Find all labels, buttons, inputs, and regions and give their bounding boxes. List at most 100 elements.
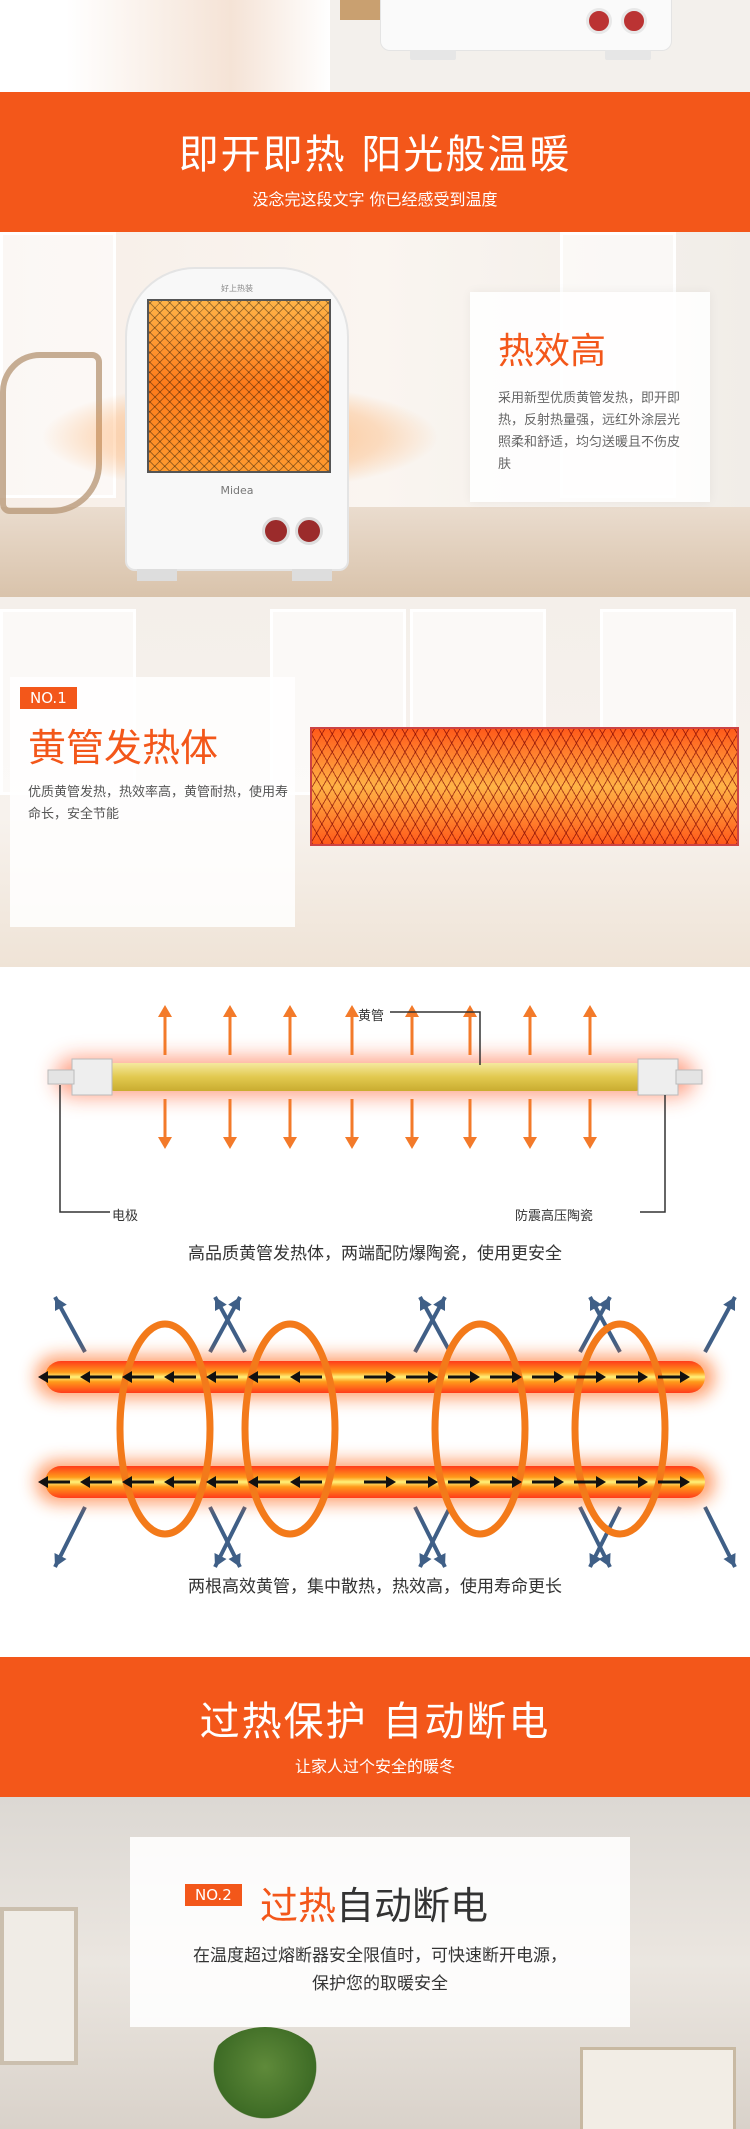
flow-arrow-head [470,1476,480,1488]
radiating-arrow-head [228,1297,241,1311]
heater-logo: Midea [220,484,254,497]
heat-ring [241,1320,339,1538]
flow-arrow-head [122,1371,132,1383]
flow-arrow-head [638,1371,648,1383]
flow-arrow-head [596,1476,606,1488]
heater-knob [586,8,612,34]
radiating-arrow-head [228,1553,241,1567]
flow-arrows [38,1371,690,1488]
flow-arrow-head [290,1371,300,1383]
diagram2-caption: 两根高效黄管，集中散热，热效高，使用寿命更长 [188,1577,562,1597]
top-photo-strip [0,0,750,92]
radiating-arrow-head [214,1553,227,1567]
radiating-arrows [53,1296,737,1568]
flow-arrow-head [290,1476,300,1488]
efficiency-card: 热效高 采用新型优质黄管发热，即开即热，反射热量强，远红外涂层光照柔和舒适，均匀… [470,292,710,502]
tube-structure-diagram: 黄管 电极 防震高压陶瓷 高品质黄管发热体，两端配防爆陶瓷，使用更安全 [0,967,750,1267]
flow-arrow-head [470,1371,480,1383]
heater-foot [137,569,177,581]
wall-frame-photo [580,2047,736,2129]
efficiency-body: 采用新型优质黄管发热，即开即热，反射热量强，远红外涂层光照柔和舒适，均匀送暖且不… [498,391,681,472]
heater-knob [262,517,290,545]
flow-arrow-head [164,1371,174,1383]
heater-grille [147,299,331,473]
flow-arrow-head [122,1476,132,1488]
heat-arrow-down-head [158,1137,172,1149]
flow-arrow-head [248,1371,258,1383]
flow-arrow-head [248,1476,258,1488]
feature-body-line: 在温度超过熔断器安全限值时，可快速断开电源， [193,1946,567,1966]
heat-arrow-down-head [523,1137,537,1149]
heater-foot [410,50,456,60]
radiating-arrow-head [419,1297,432,1311]
flow-arrow-head [38,1476,48,1488]
label-ceramic: 防震高压陶瓷 [515,1209,594,1224]
flow-arrow-head [164,1476,174,1488]
heat-arrow-up-head [405,1005,419,1017]
feature-title: 过热自动断电 [260,1875,488,1930]
heat-rings [116,1320,669,1538]
flow-arrow-head [386,1371,396,1383]
flow-arrow-head [554,1371,564,1383]
leader-line-ceramic [640,1095,666,1213]
leader-line-tube [390,1011,481,1065]
flow-arrow-head [596,1371,606,1383]
heat-arrow-down-head [223,1137,237,1149]
flow-arrow-head [428,1371,438,1383]
radiating-arrow-head [433,1553,446,1567]
banner-title: 过热保护 自动断电 [199,1699,551,1745]
radiating-arrow-head [54,1297,67,1311]
heater-base-photo [380,0,672,51]
feature-card: NO.2 过热自动断电 在温度超过熔断器安全限值时，可快速断开电源， 保护您的取暖… [130,1837,630,2027]
feature-card [10,677,295,927]
radiating-arrow-head [589,1297,602,1311]
ceramic-cap-right [637,1058,703,1096]
heat-arrow-down-head [405,1137,419,1149]
label-tube: 黄管 [358,1009,385,1024]
banner-subtitle: 让家人过个安全的暖冬 [294,1757,455,1776]
feature-number-badge: NO.2 [185,1884,242,1906]
heating-tube-closeup [310,727,739,846]
radiating-arrow-head [598,1297,611,1311]
heater-knob [621,8,647,34]
twin-tube-svg [35,1296,737,1568]
heat-arrow-down-head [463,1137,477,1149]
heat-arrow-up-head [583,1005,597,1017]
flow-arrow-head [638,1476,648,1488]
plant-photo [205,2027,325,2127]
flow-arrow-head [428,1476,438,1488]
wall-frame-photo [0,1907,78,2065]
feature-body: 在温度超过熔断器安全限值时，可快速断开电源， 保护您的取暖安全 [130,1942,630,1998]
heat-arrow-up-head [283,1005,297,1017]
flow-arrow-head [554,1476,564,1488]
flow-arrow-head [206,1476,216,1488]
heat-arrow-up-head [223,1005,237,1017]
flow-arrow-head [206,1371,216,1383]
heat-arrow-up-head [158,1005,172,1017]
heater-foot [292,569,332,581]
flow-arrow-head [386,1476,396,1488]
efficiency-section: 好上热装 Midea 热效高 采用新型优质黄管发热，即开即热，反射热量强，远红外… [0,232,750,597]
radiating-arrow-head [419,1553,432,1567]
yellow-tube [110,1063,640,1091]
heat-arrows [158,1005,597,1149]
heat-arrow-down-head [345,1137,359,1149]
diagram1-caption: 高品质黄管发热体，两端配防爆陶瓷，使用更安全 [188,1244,562,1264]
radiating-arrow-head [598,1553,611,1567]
efficiency-title: 热效高 [498,331,607,372]
heater-foot [605,50,651,60]
feature-body-line: 保护您的取暖安全 [312,1974,448,1994]
banner-title: 即开即热 阳光般温暖 [178,132,572,178]
heat-arrow-up-head [463,1005,477,1017]
heat-arrow-down-head [283,1137,297,1149]
feature-no1-section: NO.1 黄管发热体 优质黄管发热，热效率高，黄管耐热，使用寿命长，安全节能 [0,597,750,967]
flow-arrow-head [80,1476,90,1488]
radiating-arrow-head [433,1297,446,1311]
radiating-arrow-head [723,1297,736,1311]
flow-arrow-head [38,1371,48,1383]
heater-product-image: 好上热装 Midea [125,267,349,581]
label-electrode: 电极 [112,1209,139,1224]
heat-arrow-up-head [523,1005,537,1017]
radiating-arrow-head [589,1553,602,1567]
heat-ring [431,1320,529,1538]
